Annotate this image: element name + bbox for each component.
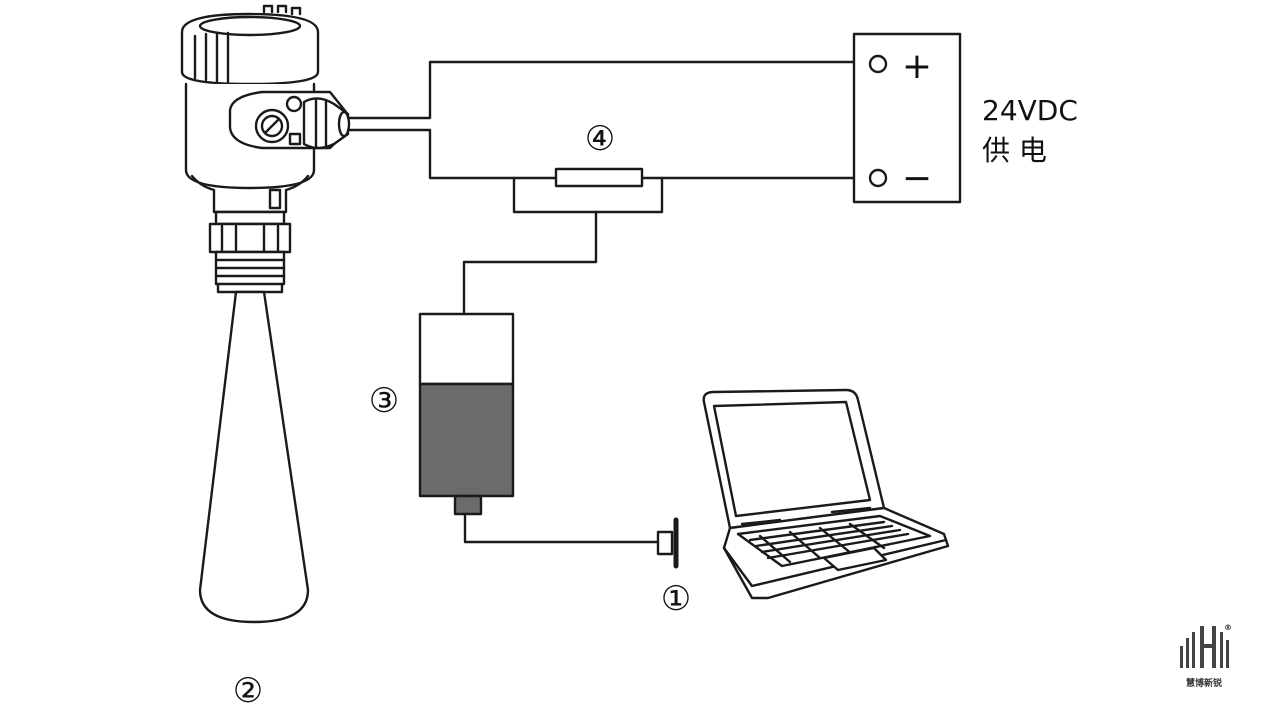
brand-logo: ® 慧博新锐 bbox=[1180, 623, 1232, 689]
power-supply bbox=[852, 32, 962, 204]
load-resistor bbox=[554, 167, 644, 188]
label-hart-modem: ③ bbox=[369, 381, 399, 421]
logo-name: 慧博新锐 bbox=[1186, 677, 1222, 689]
label-radar-sensor: ② bbox=[233, 671, 263, 711]
laptop bbox=[702, 388, 950, 600]
plus-terminal-sign: + bbox=[902, 46, 932, 87]
supply-caption: 供 电 bbox=[982, 134, 1047, 167]
hart-modem bbox=[418, 312, 660, 544]
label-usb-connector: ① bbox=[661, 579, 691, 619]
label-resistor: ④ bbox=[585, 119, 615, 159]
usb-connector bbox=[656, 517, 679, 569]
minus-terminal-sign: − bbox=[902, 158, 932, 199]
logo-registered-mark: ® bbox=[1224, 623, 1232, 632]
radar-level-sensor bbox=[180, 4, 351, 624]
loop-wires bbox=[346, 60, 870, 316]
supply-voltage: 24VDC bbox=[982, 94, 1078, 127]
